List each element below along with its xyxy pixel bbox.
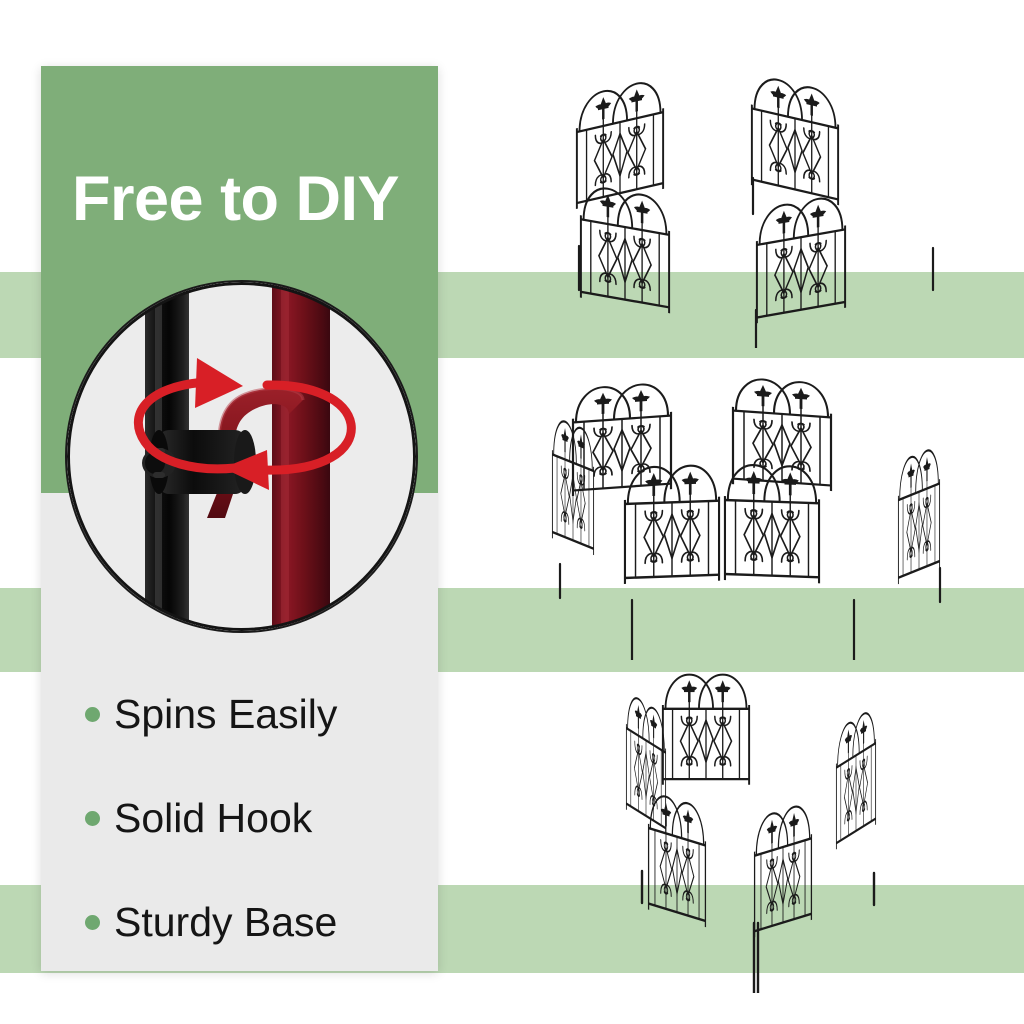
bullet-dot-icon (85, 706, 100, 722)
product-view-square-enclosure (548, 18, 962, 348)
list-item: Solid Hook (85, 766, 415, 870)
bullet-dot-icon (85, 914, 100, 930)
list-item: Sturdy Base (85, 870, 415, 971)
fence-hook-closeup-photo (65, 280, 418, 633)
benefit-list: Spins Easily Solid Hook Sturdy Base (85, 662, 415, 971)
list-item: Spins Easily (85, 662, 415, 766)
product-view-narrow-corner-enclosure (606, 655, 916, 993)
page-title: Free to DIY (72, 164, 400, 234)
product-view-wide-open-enclosure (536, 368, 966, 660)
benefit-label: Spins Easily (114, 690, 338, 737)
benefit-label: Sturdy Base (114, 898, 338, 945)
bullet-dot-icon (85, 810, 100, 826)
benefit-label: Solid Hook (114, 794, 313, 841)
feature-card: Free to DIY (41, 66, 438, 971)
